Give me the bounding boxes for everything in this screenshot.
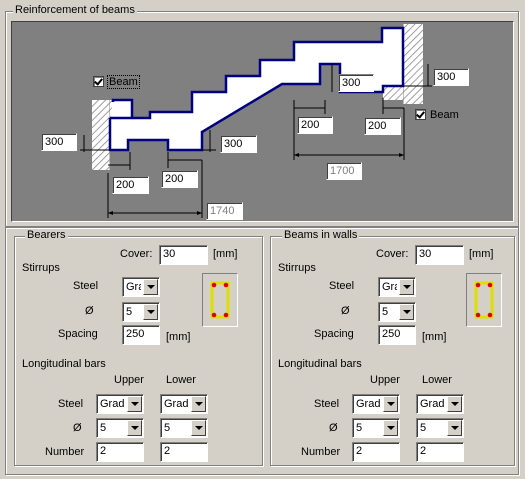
bearers-spacing-label: Spacing xyxy=(58,328,98,340)
bearers-lower-steel-select[interactable]: Grad xyxy=(160,394,208,414)
walls-long-bars-label: Longitudinal bars xyxy=(278,358,362,370)
beam-left-checkbox[interactable] xyxy=(93,76,104,87)
walls-lower-diameter-value: 5 xyxy=(420,422,427,434)
bearers-upper-steel-select[interactable]: Grad xyxy=(96,394,144,414)
bearers-lower-label: Lower xyxy=(166,374,196,386)
bearers-lower-diameter-select[interactable]: 5 xyxy=(160,418,208,438)
bearers-cover-input[interactable]: 30 xyxy=(159,245,208,265)
bearers-steel-label: Steel xyxy=(73,280,99,292)
chevron-down-icon[interactable] xyxy=(143,304,158,320)
chevron-down-icon[interactable] xyxy=(191,420,206,436)
right-lower-wall xyxy=(383,86,403,100)
walls-lower-steel-select[interactable]: Grad xyxy=(416,394,464,414)
bearers-number-label: Number xyxy=(45,446,85,458)
bearers-upper-diameter-select[interactable]: 5 xyxy=(96,418,144,438)
walls-stirrup-icon xyxy=(466,273,502,327)
right-step-height-input[interactable]: 300 xyxy=(338,74,374,92)
walls-upper-steel-select[interactable]: Grad xyxy=(352,394,400,414)
bearers-lower-number-input[interactable]: 2 xyxy=(160,442,208,462)
bearers-upper-steel-value: Grad xyxy=(100,398,125,410)
walls-stirrups-label: Stirrups xyxy=(278,262,316,274)
walls-stirrup-steel-value: Grad xyxy=(382,281,397,293)
walls-lower-number-input[interactable]: 2 xyxy=(416,442,464,462)
walls-upper-diameter-value: 5 xyxy=(356,422,363,434)
bearers-cover-label: Cover: xyxy=(120,248,153,260)
reinforcement-group xyxy=(5,11,519,227)
bearers-stirrup-steel-select[interactable]: Grad xyxy=(122,277,160,297)
bearers-lower-diameter-value: 5 xyxy=(164,422,171,434)
walls-steel-label: Steel xyxy=(329,280,355,292)
bearers-stirrup-steel-value: Grad xyxy=(126,281,141,293)
walls-long-steel-label: Steel xyxy=(314,398,340,410)
walls-spacing-input[interactable]: 250 xyxy=(378,325,416,345)
chevron-down-icon[interactable] xyxy=(447,396,462,412)
walls-stirrup-steel-select[interactable]: Grad xyxy=(378,277,416,297)
walls-lower-diameter-select[interactable]: 5 xyxy=(416,418,464,438)
bearers-stirrups-label: Stirrups xyxy=(22,262,60,274)
bearers-upper-diameter-value: 5 xyxy=(100,422,107,434)
walls-upper-steel-value: Grad xyxy=(356,398,381,410)
chevron-down-icon[interactable] xyxy=(447,420,462,436)
bearers-long-steel-label: Steel xyxy=(58,398,84,410)
left-step-height-input[interactable]: 300 xyxy=(220,135,257,153)
walls-group xyxy=(270,236,515,466)
bearers-stirrup-diameter-value: 5 xyxy=(126,306,133,318)
left-wall xyxy=(92,100,111,170)
right-wall xyxy=(402,24,423,104)
bearers-long-diameter-label: Ø xyxy=(73,422,82,434)
walls-lower-steel-value: Grad xyxy=(420,398,445,410)
reinforcement-group-title: Reinforcement of beams xyxy=(13,4,137,16)
chevron-down-icon[interactable] xyxy=(383,396,398,412)
beam-left-label: Beam xyxy=(107,75,140,89)
right-span-input[interactable]: 1700 xyxy=(326,162,362,180)
chevron-down-icon[interactable] xyxy=(191,396,206,412)
left-step-width-input[interactable]: 200 xyxy=(161,170,198,188)
bearers-diameter-label: Ø xyxy=(85,305,94,317)
walls-stirrup-diameter-select[interactable]: 5 xyxy=(378,302,416,322)
walls-lower-label: Lower xyxy=(422,374,452,386)
bearers-stirrup-diameter-select[interactable]: 5 xyxy=(122,302,160,322)
bearers-long-bars-label: Longitudinal bars xyxy=(22,358,106,370)
walls-long-diameter-label: Ø xyxy=(329,422,338,434)
left-bearing-width-input[interactable]: 200 xyxy=(112,176,149,194)
bearers-spacing-unit: [mm] xyxy=(166,331,191,343)
chevron-down-icon[interactable] xyxy=(399,279,414,295)
chevron-down-icon[interactable] xyxy=(143,279,158,295)
chevron-down-icon[interactable] xyxy=(127,420,142,436)
walls-spacing-label: Spacing xyxy=(314,328,354,340)
right-height-input[interactable]: 300 xyxy=(433,68,469,86)
beam-right-checkbox[interactable] xyxy=(415,109,426,120)
walls-group-title: Beams in walls xyxy=(282,229,360,241)
walls-upper-diameter-select[interactable]: 5 xyxy=(352,418,400,438)
walls-number-label: Number xyxy=(301,446,341,458)
walls-diameter-label: Ø xyxy=(341,305,350,317)
bearers-spacing-input[interactable]: 250 xyxy=(122,325,160,345)
bearers-group xyxy=(14,236,263,466)
bearers-lower-steel-value: Grad xyxy=(164,398,189,410)
chevron-down-icon[interactable] xyxy=(399,304,414,320)
beam-right-label: Beam xyxy=(430,109,459,121)
beam-outline xyxy=(108,26,405,152)
settings-container xyxy=(5,227,519,475)
walls-cover-input[interactable]: 30 xyxy=(415,245,464,265)
walls-stirrup-diameter-value: 5 xyxy=(382,306,389,318)
walls-upper-label: Upper xyxy=(370,374,400,386)
beam-drawing xyxy=(80,24,432,218)
right-bearing-width-input[interactable]: 200 xyxy=(364,117,401,135)
chevron-down-icon[interactable] xyxy=(127,396,142,412)
right-step-width-input[interactable]: 200 xyxy=(297,116,333,134)
bearers-cover-unit: [mm] xyxy=(213,248,238,260)
bearers-stirrup-icon xyxy=(202,273,238,327)
walls-spacing-unit: [mm] xyxy=(422,331,447,343)
walls-cover-unit: [mm] xyxy=(469,248,494,260)
bearers-upper-label: Upper xyxy=(114,374,144,386)
bearers-group-title: Bearers xyxy=(25,229,68,241)
chevron-down-icon[interactable] xyxy=(383,420,398,436)
left-span-input[interactable]: 1740 xyxy=(206,202,243,220)
walls-upper-number-input[interactable]: 2 xyxy=(352,442,400,462)
walls-cover-label: Cover: xyxy=(376,248,409,260)
left-height-input[interactable]: 300 xyxy=(41,133,77,151)
bearers-upper-number-input[interactable]: 2 xyxy=(96,442,144,462)
